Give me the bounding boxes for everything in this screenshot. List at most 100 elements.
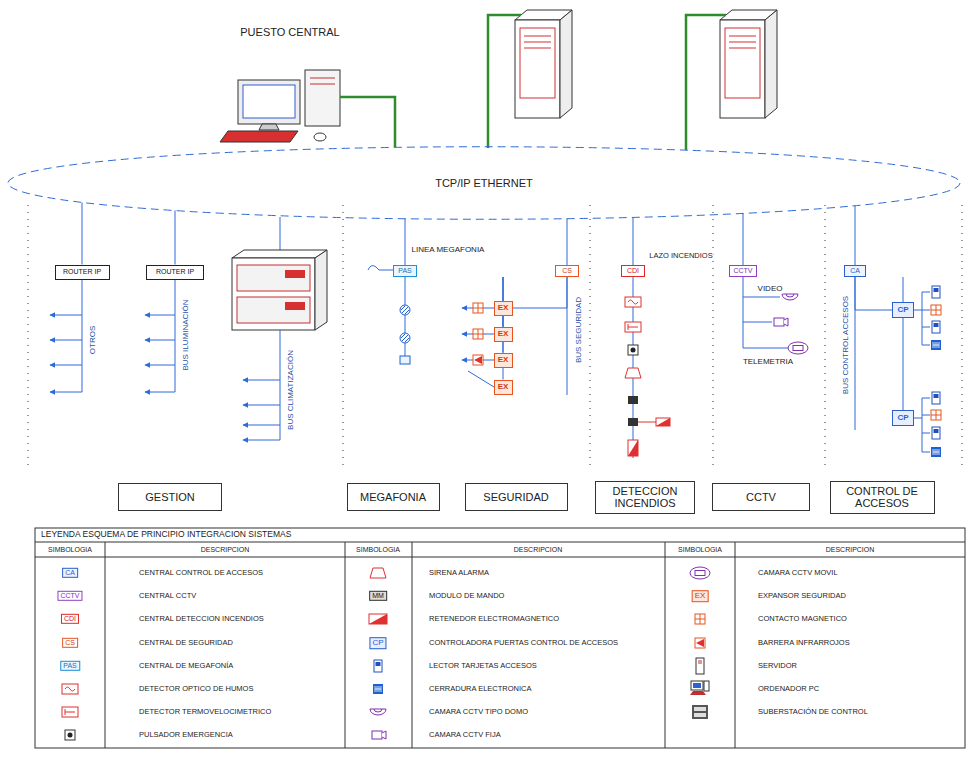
line-label: LAZO INCENDIOS [648,252,713,261]
legend-text: PULSADOR EMERGENCIA [138,731,234,740]
legend-text: LECTOR TARJETAS ACCESOS [428,661,538,670]
legend-text: SERVIDOR [757,661,798,670]
connector [903,277,904,410]
symbol-box: CS [62,638,78,648]
legend-text: DETECTOR OPTICO DE HUMOS [138,685,254,694]
connector [855,277,892,310]
legend-text: CONTACTO MAGNETICO [757,615,848,624]
node-text: CP [897,414,908,423]
network-ellipse: TCP/IP ETHERNET [6,146,962,220]
system-box: DETECCION INCENDIOS [595,481,695,514]
legend-text: MODULO DE MANDO [428,592,505,601]
table-header: SIMBOLOGIA [355,546,401,554]
legend-text: CENTRAL CONTROL DE ACCESOS [138,569,264,578]
symbol-box: CP [369,637,386,649]
legend-text: CENTRAL DE MEGAFONÍA [138,661,234,670]
line-label: VIDEO [757,284,784,293]
legend-text: CAMARA CCTV FIJA [428,731,502,740]
legend-symbols [62,567,710,740]
connector [633,217,634,265]
node-text: MEGAFONIA [360,491,426,503]
heading: PUESTO CENTRAL [239,26,340,39]
bus-label: BUS CONTROL ACCESOS [841,295,850,395]
node-text: CP [897,306,908,315]
expander-box: EX [494,380,513,395]
symbol-box: CCTV [57,591,82,601]
separator [28,205,962,470]
bus-label: BUS SEGURIDAD [574,296,583,364]
legend-text: DETECTOR TERMOVELOCIMETRICO [138,708,272,717]
connector [405,219,406,265]
line-label: TELEMETRIA [742,357,794,366]
bus-label: BUS CLIMATIZACIÓN [286,349,295,431]
node-text: DETECCION INCENDIOS [599,485,691,509]
legend-text: ORDENADOR PC [757,685,820,694]
node-text: CCTV [746,491,776,503]
pc-illustration [220,70,340,142]
node-text: EX [498,356,509,365]
system-box: CONTROL DE ACCESOS [830,481,935,514]
system-box: SEGURIDAD [465,483,568,511]
network-cable [340,15,726,150]
connector [175,210,176,264]
central-box: CA [844,265,866,277]
router-box: ROUTER IP [55,265,110,280]
symbol-box: PAS [60,661,80,671]
table-header: SIMBOLOGIA [677,546,723,554]
legend-text: CERRADURA ELECTRONICA [428,685,533,694]
node-text: ROUTER IP [63,268,101,276]
expander-box: EX [494,353,513,368]
node-text: ROUTER IP [156,268,194,276]
table-header: DESCRIPCION [825,546,876,554]
node-text: SEGURIDAD [483,491,548,503]
connector [855,206,856,265]
server-illustration [720,10,777,118]
line-label: LINEA MEGAFONIA [411,245,486,254]
table-header: DESCRIPCION [200,546,251,554]
node-text: GESTION [145,491,195,503]
legend-text: CONTROLADORA PUERTAS CONTROL DE ACCESOS [428,638,619,647]
expander-box: EX [494,301,513,316]
legend-table [35,528,965,748]
node-text: EX [498,330,509,339]
connector [513,277,568,308]
legend-text: CENTRAL DE SEGURIDAD [138,638,234,647]
legend-text: CENTRAL DETECCION INCENDIOS [138,615,265,624]
legend-text: SUBERSTACIÓN DE CONTROL [757,708,869,717]
connector [82,202,83,264]
legend-text: CENTRAL CCTV [138,592,197,601]
central-box: PAS [393,265,417,277]
symbol-box: EX [692,590,709,602]
node-text: EX [498,383,509,392]
node-text: CS [562,267,572,275]
node-text: TCP/IP ETHERNET [435,177,533,189]
node-text: CONTROL DE ACCESOS [834,485,931,509]
legend-text: SIRENA ALARMA [428,569,490,578]
bus-label: BUS ILUMINACIÓN [181,298,190,371]
node-text: CDI [627,267,639,275]
node-text: CA [850,267,860,275]
symbol-box: CDI [61,614,79,624]
legend-text: BARRERA INFRARROJOS [757,638,851,647]
symbol-box: CA [62,568,78,578]
table-header: DESCRIPCION [513,546,564,554]
central-box: CDI [621,265,645,277]
server-illustration [515,10,572,118]
legend-text: RETENEDOR ELECTROMAGNETICO [428,615,560,624]
router-box: ROUTER IP [146,265,204,280]
legend-title: LEYENDA ESQUEMA DE PRINCIPIO INTEGRACION… [40,530,292,540]
system-box: GESTION [118,483,222,511]
table-header: SIMBOLOGIA [47,546,93,554]
controller-box: CP [892,302,914,318]
system-box: MEGAFONIA [347,483,440,511]
bus-label: OTROS [88,325,97,355]
legend-text: CAMARA CCTV MOVIL [757,569,839,578]
central-box: CCTV [729,265,757,277]
substation-illustration [232,217,327,330]
expander-box: EX [494,327,513,342]
legend-text: EXPANSOR SEGURIDAD [757,592,847,601]
node-text: PAS [398,267,412,275]
bus-lines [50,266,930,458]
device-symbols [400,286,941,457]
